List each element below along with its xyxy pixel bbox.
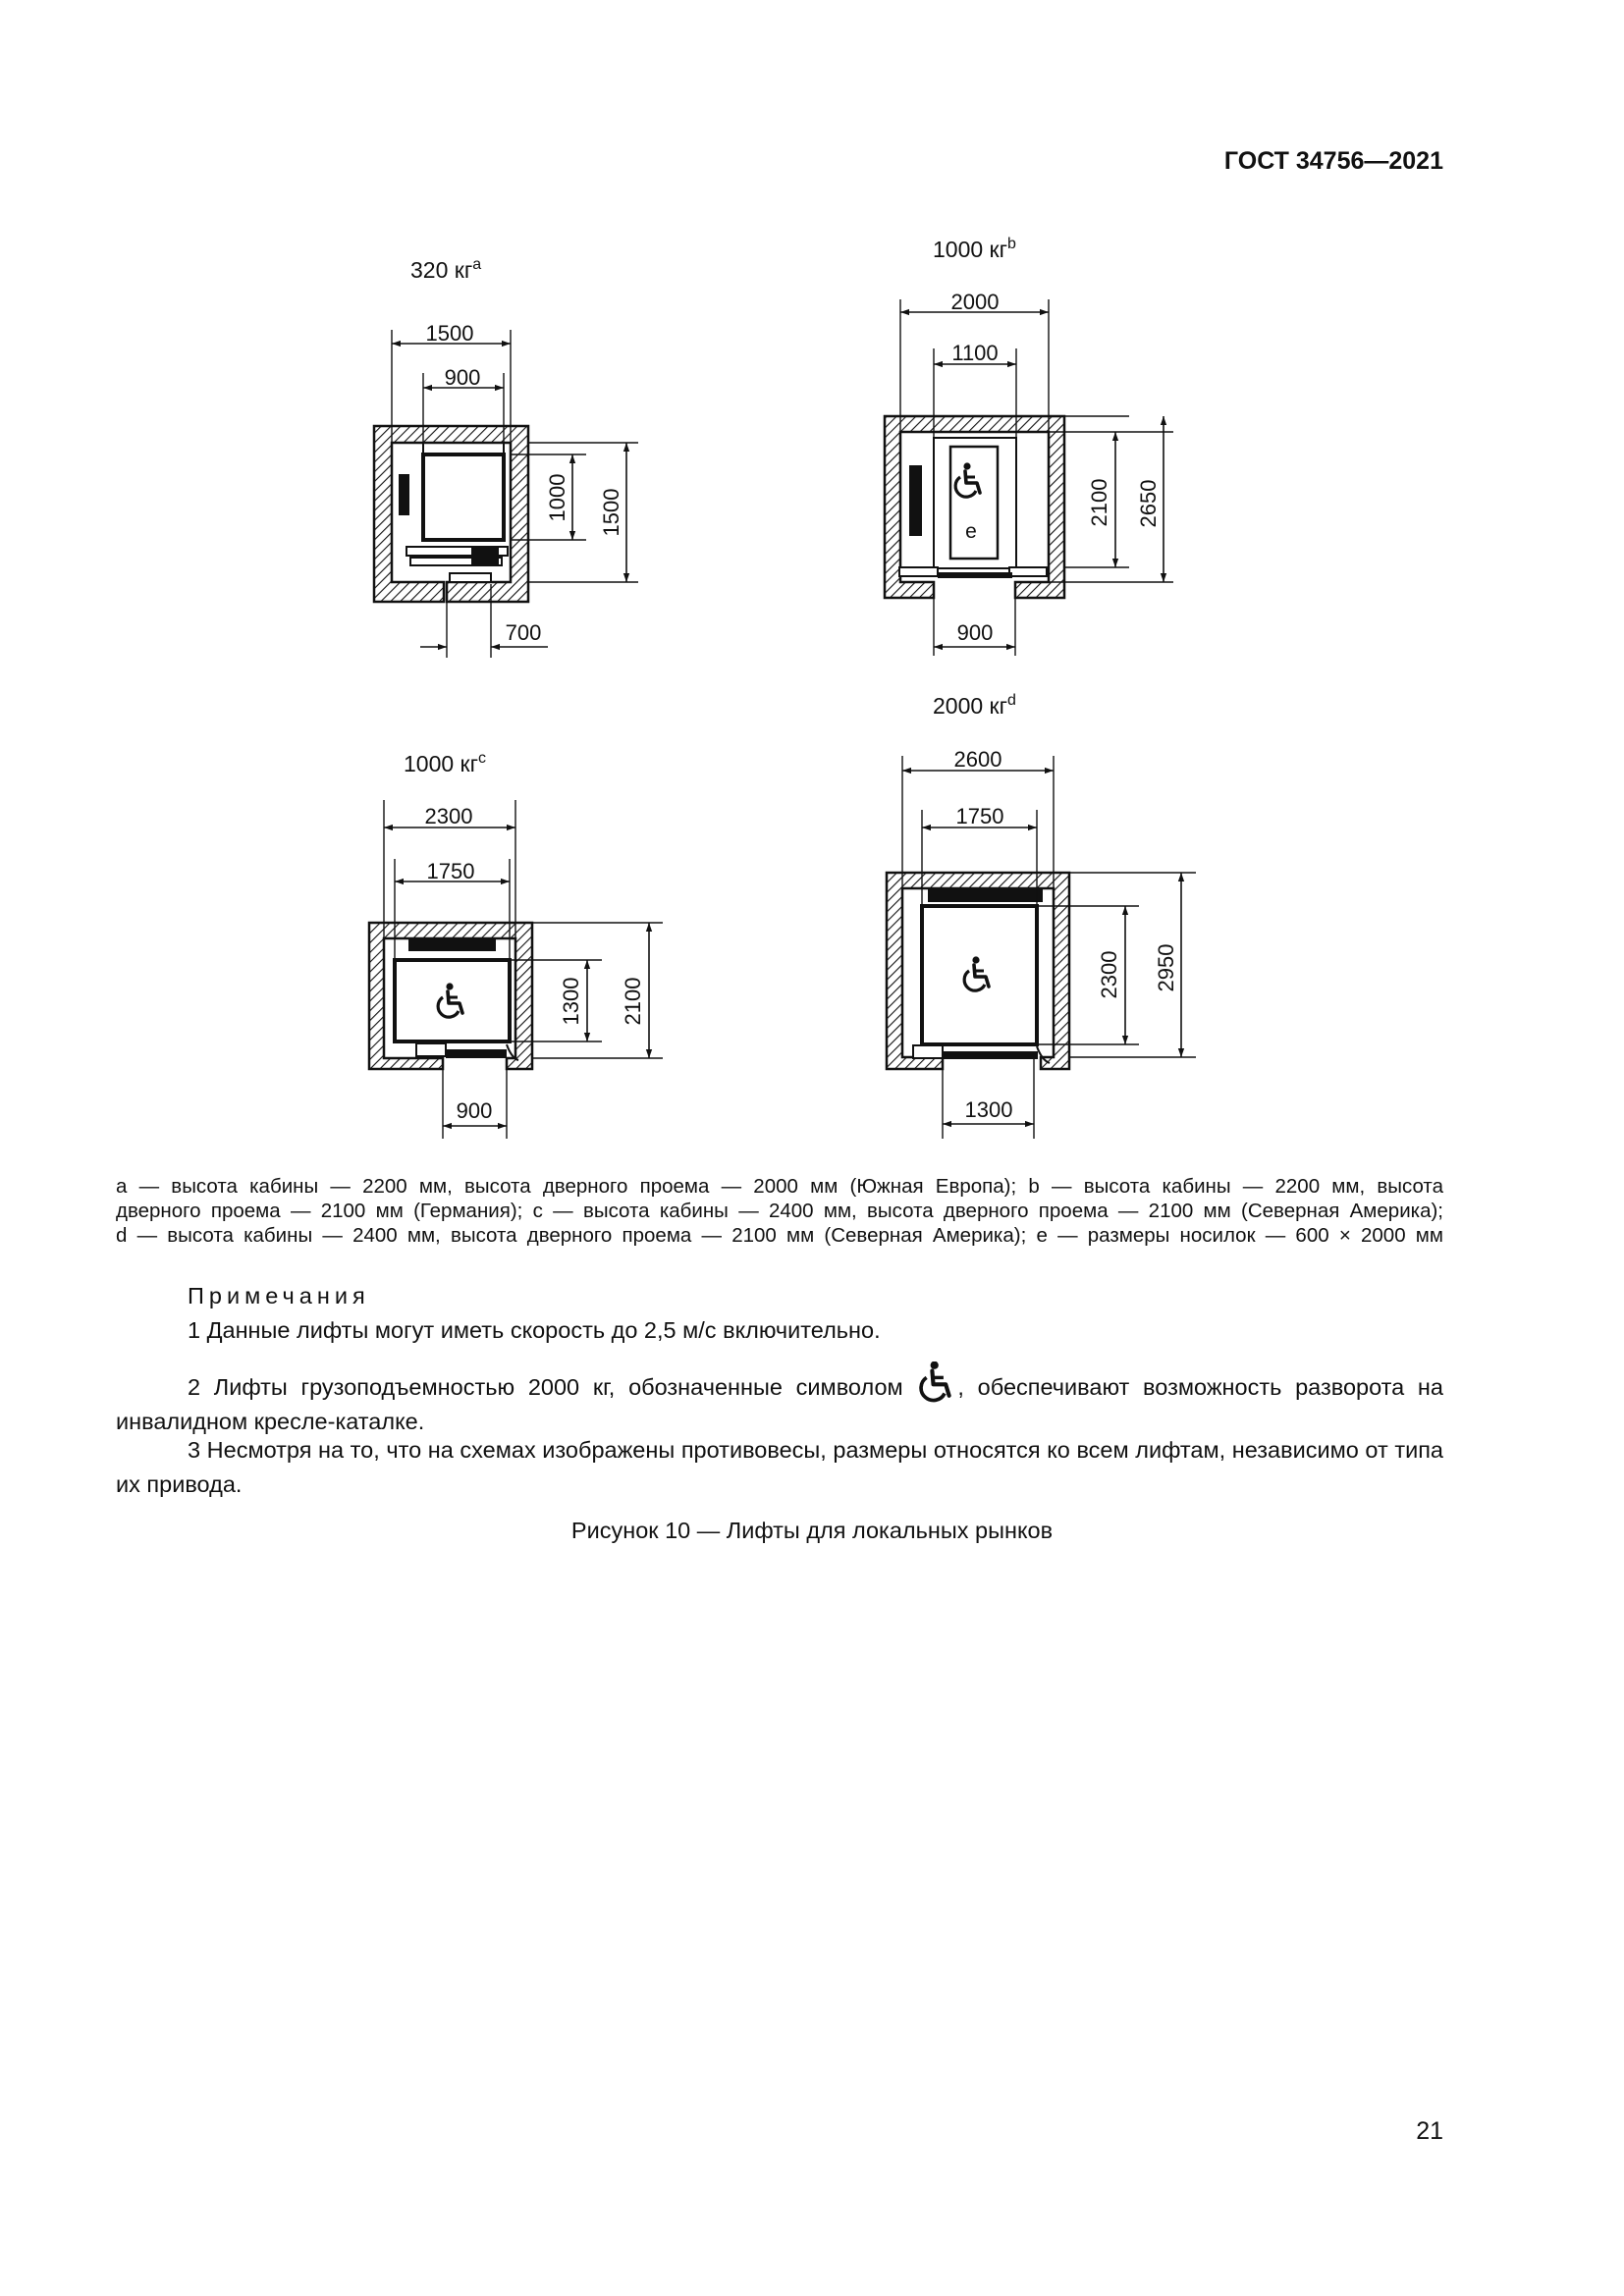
dim-d-shaft-width: 2600 [954,747,1002,772]
lift-plans-figure: 320 кгa 1500 900 1000 1500 700 [367,236,1196,1139]
stretcher-mark-e: e [965,520,977,543]
page-number: 21 [1416,2117,1443,2145]
notes-heading: Примечания [188,1283,370,1308]
stretcher-b [948,445,1000,561]
counterweight-d [928,888,1043,902]
notes-heading-row: Примечания [116,1279,1443,1313]
dim-b-cabin-width: 1100 [951,341,998,365]
wheelchair-icon [916,1362,957,1403]
note-2-text-start: 2 Лифты грузоподъемностью 2000 кг, обозн… [188,1374,903,1400]
standard-number: ГОСТ 34756—2021 [1223,147,1443,175]
dim-c-cabin-depth: 1300 [559,978,583,1026]
footnote-line: a — высота кабины — 2200 мм, высота двер… [116,1175,1443,1198]
dim-a-door-width: 700 [506,620,542,645]
note-1: 1 Данные лифты могут иметь скорость до 2… [188,1317,881,1343]
dim-a-shaft-width: 1500 [426,321,474,346]
note-2-text-end: , обеспечивают возможность разворота на … [116,1374,1443,1434]
dim-d-cabin-depth: 2300 [1097,951,1121,999]
lift-plan-d: 2000 кгd 2600 1750 2300 2950 1300 [885,692,1196,1139]
lift-plan-a: 320 кгa 1500 900 1000 1500 700 [372,256,638,658]
note-3: 3 Несмотря на то, что на схемах изображе… [116,1437,1443,1497]
cabin-a [421,453,506,542]
dim-c-shaft-depth: 2100 [621,978,645,1026]
capacity-label-b: 1000 кгb [933,236,1016,262]
dim-a-cabin-depth: 1000 [545,474,569,522]
lift-plan-c: 1000 кгc 2300 1750 1300 2100 900 [367,750,663,1139]
capacity-label-c: 1000 кгc [404,750,486,776]
dim-b-door-width: 900 [957,620,994,645]
capacity-label-d: 2000 кгd [933,692,1016,719]
dim-a-cabin-width: 900 [445,365,481,390]
dim-d-door-width: 1300 [965,1097,1013,1122]
footnote-line: дверного проема — 2100 мм (Германия); c … [116,1200,1443,1222]
capacity-label-a: 320 кгa [410,256,481,283]
dim-c-cabin-width: 1750 [427,859,475,883]
dim-b-shaft-width: 2000 [951,290,1000,314]
figure-footnotes: a — высота кабины — 2200 мм, высота двер… [116,1174,1443,1248]
counterweight-a [399,474,409,515]
dim-b-shaft-depth: 2650 [1136,480,1161,528]
door-panel-a [406,546,509,557]
note-2: 2 Лифты грузоподъемностью 2000 кг, обозн… [116,1362,1443,1439]
dim-a-shaft-depth: 1500 [599,489,623,537]
footnote-line: d — высота кабины — 2400 мм, высота двер… [116,1224,1443,1247]
dim-d-cabin-width: 1750 [956,804,1004,828]
counterweight-b [909,465,922,536]
lift-plan-b: 1000 кгb e 2000 1100 2100 2650 900 [883,236,1173,656]
counterweight-c [408,938,496,951]
figure-caption: Рисунок 10 — Лифты для локальных рынков [570,1518,1054,1543]
dim-b-cabin-depth: 2100 [1087,479,1111,527]
dim-c-shaft-width: 2300 [425,804,473,828]
dim-d-shaft-depth: 2950 [1154,944,1178,992]
cabin-c [393,958,512,1043]
dim-c-door-width: 900 [457,1098,493,1123]
